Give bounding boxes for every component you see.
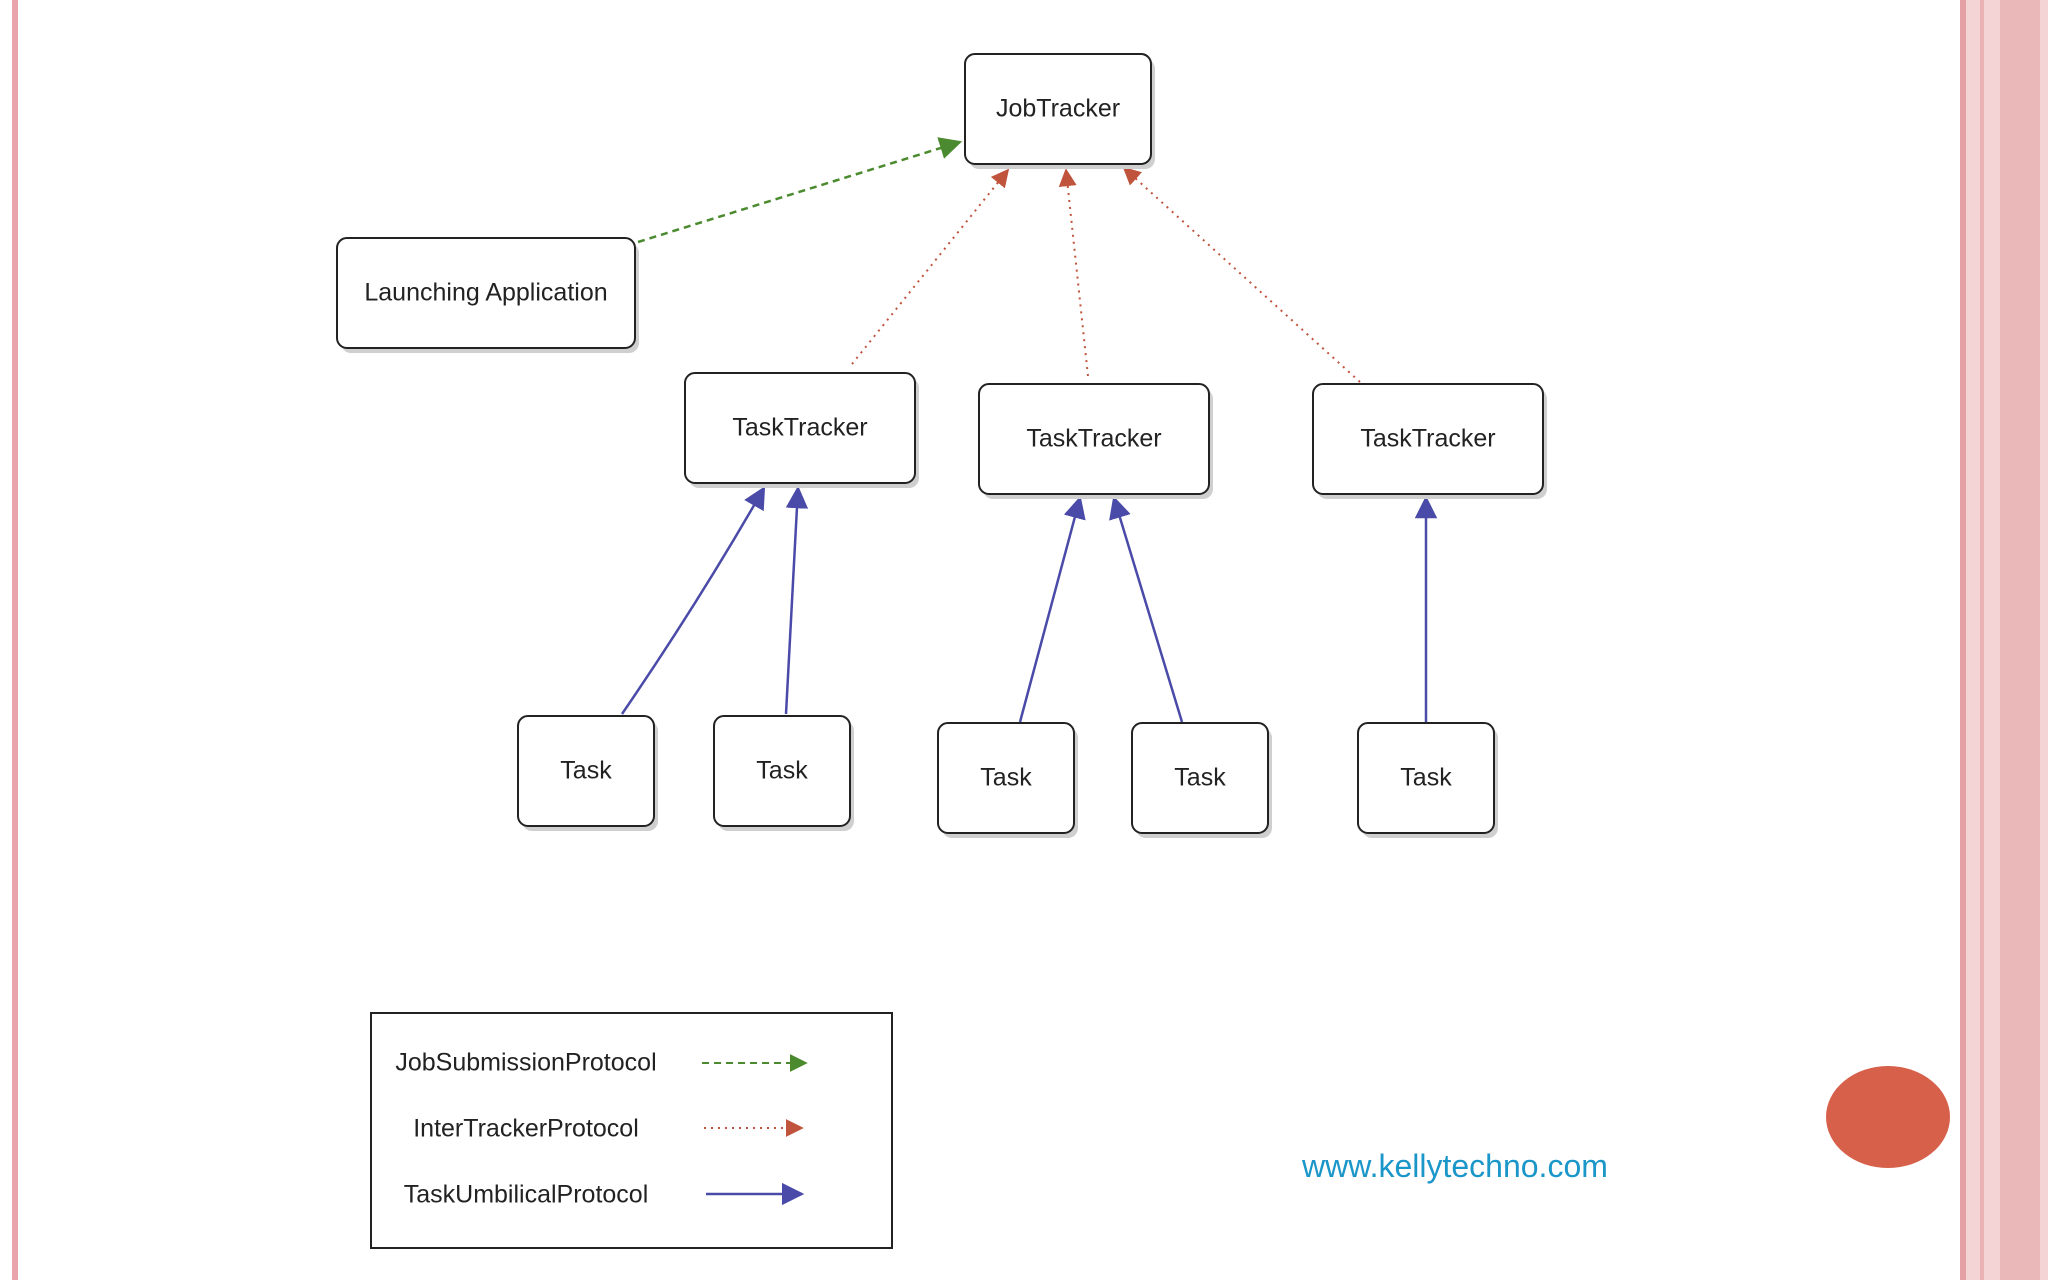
task-label-3: Task [980,764,1032,792]
website-link[interactable]: www.kellytechno.com [1302,1148,1608,1184]
task-node-4: Task [1131,722,1272,838]
edge-task2-to-tasktracker1 [784,485,809,715]
task-node-3: Task [937,722,1078,838]
tasktracker-node-2: TaskTracker [978,383,1213,499]
tasktracker-label-2: TaskTracker [1026,425,1161,453]
tasktracker-label-3: TaskTracker [1360,425,1495,453]
edge-tasktracker1-to-jobtracker [851,168,1010,365]
task-node-5: Task [1357,722,1498,838]
edge-launching-to-jobtracker [637,137,963,244]
task-label-2: Task [756,757,808,785]
tasktracker-label-1: TaskTracker [732,414,867,442]
launching-application-label: Launching Application [364,279,607,307]
right-border-line-3 [2000,0,2040,1280]
task-label-1: Task [560,757,612,785]
tasktracker-node-1: TaskTracker [684,372,919,488]
right-border-line-1 [1960,0,1966,1280]
jobtracker-node: JobTracker [964,53,1155,169]
launching-application-node: Launching Application [336,237,639,353]
legend-box [370,1012,893,1249]
edge-tasktracker3-to-jobtracker [1122,166,1361,383]
jobtracker-label: JobTracker [996,95,1120,123]
edge-task4-to-tasktracker2 [1109,495,1184,723]
task-label-5: Task [1400,764,1452,792]
task-label-4: Task [1174,764,1226,792]
left-border-outer [12,0,18,1280]
edge-tasktracker2-to-jobtracker [1058,168,1089,377]
right-border-line-2 [1980,0,1984,1280]
task-node-2: Task [713,715,854,831]
tasktracker-node-3: TaskTracker [1312,383,1547,499]
legend: JobSubmissionProtocol InterTrackerProtoc… [370,1012,893,1249]
task-node-1: Task [517,715,658,831]
edge-task1-to-tasktracker1 [620,486,766,715]
legend-label-task-umbilical: TaskUmbilicalProtocol [404,1181,649,1209]
edge-task3-to-tasktracker2 [1018,495,1086,723]
legend-label-job-submission: JobSubmissionProtocol [395,1049,656,1077]
slide-badge-circle [1826,1066,1950,1168]
legend-label-inter-tracker: InterTrackerProtocol [413,1115,639,1143]
